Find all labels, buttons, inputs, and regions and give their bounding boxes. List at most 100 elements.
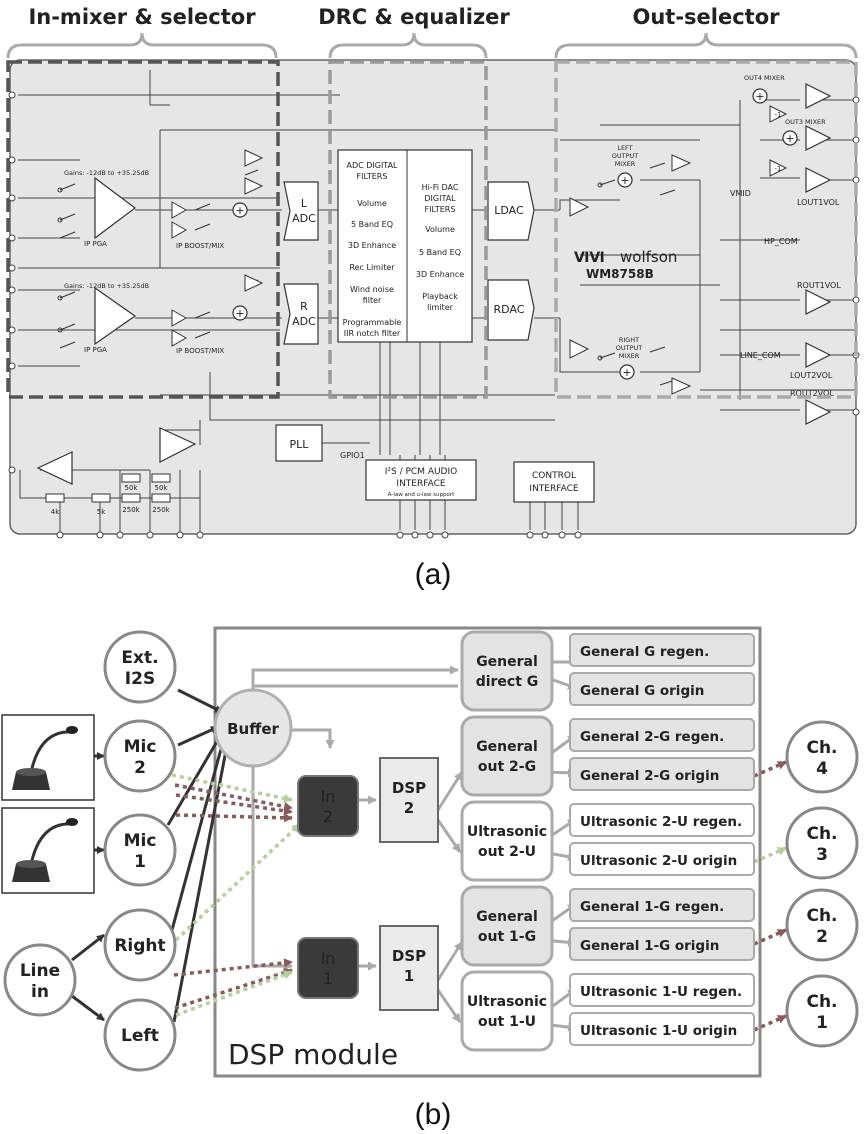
buffer-amplifier xyxy=(36,451,73,485)
rout2vol-label: ROUT2VOL xyxy=(790,389,834,398)
out4-mixer-label: OUT4 MIXER xyxy=(744,74,785,82)
plus-sign: + xyxy=(235,204,244,217)
in2-label-1: In xyxy=(321,787,336,806)
rout1vol-label: ROUT1VOL xyxy=(797,281,841,290)
brace-drc-eq xyxy=(328,32,488,59)
output-row: Ultrasonic 2-U origin xyxy=(569,842,755,876)
mic-1-label-1: Mic xyxy=(124,831,157,851)
output-row: General G regen. xyxy=(569,633,755,667)
dac-filters-list: Hi-Fi DAC DIGITAL FILTERS Volume 5 Band … xyxy=(416,183,464,312)
channel-1: Ch. 1 xyxy=(785,974,859,1048)
ch4-label-2: 4 xyxy=(816,759,828,779)
pga-top-boost-label: IP BOOST/MIX xyxy=(176,242,224,250)
mic-2-label-1: Mic xyxy=(124,737,157,757)
output-row: General 2-G origin xyxy=(569,757,755,791)
audio-interface-line2: INTERFACE xyxy=(396,479,445,489)
panel-a: In-mixer & selector DRC & equalizer Out-… xyxy=(6,5,860,591)
output-row: General 1-G origin xyxy=(569,927,755,961)
line-in-label-1: Line xyxy=(20,961,60,981)
right-mixer-label-2: OUTPUT xyxy=(616,344,643,352)
plus-sign: + xyxy=(785,132,794,145)
source-right: Right xyxy=(103,908,177,982)
resistor-label: 5k xyxy=(97,508,106,516)
in1-label-2: 1 xyxy=(323,969,333,988)
source-mic-2: Mic 2 xyxy=(103,719,177,793)
pga-bottom: Gains: -12dB to +35.25dB IP PGA IP BOOST… xyxy=(64,282,224,355)
chip-switches xyxy=(57,162,676,386)
caption-b: (b) xyxy=(415,1098,452,1131)
dsp2-label-1: DSP xyxy=(392,779,426,797)
output-label: General 1-G origin xyxy=(580,938,719,954)
buffer-node: Buffer xyxy=(213,688,293,768)
output-row: Ultrasonic 1-U origin xyxy=(569,1012,755,1046)
dsp-module-label: DSP module xyxy=(228,1038,398,1071)
output-row: Ultrasonic 1-U regen. xyxy=(569,973,755,1007)
chip-wiring xyxy=(18,70,855,535)
right-label: Right xyxy=(114,936,165,956)
left-mixer-label-1: LEFT xyxy=(617,144,632,152)
ext-i2s-label-2: I2S xyxy=(125,669,155,689)
mic-2-label-2: 2 xyxy=(134,758,146,778)
source-line-in: Line in xyxy=(3,943,77,1017)
channel-2: Ch. 2 xyxy=(785,888,859,962)
plus-sign: + xyxy=(622,366,631,379)
channel-4: Ch. 4 xyxy=(785,720,859,794)
inverter-2 xyxy=(769,159,788,177)
output-row: General G origin xyxy=(569,672,755,706)
left-mixer-label-3: MIXER xyxy=(615,160,636,168)
lout1vol-label: LOUT1VOL xyxy=(797,198,840,207)
router-label-1: Ultrasonic xyxy=(467,994,547,1010)
dac-filter-text: limiter xyxy=(427,303,454,312)
adc-filter-text: IIR notch filter xyxy=(344,329,401,338)
ch1-label-1: Ch. xyxy=(806,992,837,1012)
resistor-label: 50k xyxy=(155,484,169,492)
ch3-label-1: Ch. xyxy=(806,824,837,844)
adc-filter-text: FILTERS xyxy=(357,172,388,181)
buffer-label: Buffer xyxy=(227,720,279,738)
digital-filters-block xyxy=(337,149,473,343)
router-general-2g: General out 2-G xyxy=(460,715,554,797)
region-out-selector xyxy=(554,60,858,399)
l-adc-block xyxy=(283,181,319,241)
router-general-direct: General direct G xyxy=(460,630,554,712)
ch4-label-1: Ch. xyxy=(806,738,837,758)
dsp-1-block: DSP 1 xyxy=(379,925,439,1011)
plus-sign: + xyxy=(235,307,244,320)
pga-top: Gains: -12dB to +35.25dB IP PGA IP BOOST… xyxy=(64,169,224,250)
resistor-label: 250k xyxy=(122,506,140,514)
input-in1: In 1 xyxy=(297,937,359,999)
section-drc-eq-label: DRC & equalizer xyxy=(318,5,510,29)
adc-filter-text: Rec Limiter xyxy=(349,263,395,272)
pga-bottom-boost-label: IP BOOST/MIX xyxy=(176,347,224,355)
pga-bottom-gains: Gains: -12dB to +35.25dB xyxy=(64,282,149,290)
adc-filters-list: ADC DIGITAL FILTERS Volume 5 Band EQ 3D … xyxy=(343,161,402,338)
control-interface-block xyxy=(513,461,595,503)
router-label-1: General xyxy=(476,739,538,755)
router-label-1: General xyxy=(476,654,538,670)
output-row: General 1-G regen. xyxy=(569,888,755,922)
dsp1-label-2: 1 xyxy=(404,967,414,985)
l-adc-label-1: L xyxy=(301,197,308,210)
adc-filter-text: Wind noise xyxy=(350,285,394,294)
adc-filter-text: ADC DIGITAL xyxy=(346,161,398,170)
r-adc-block xyxy=(283,283,319,345)
output-labels: VMID LOUT1VOL HP_COM ROUT1VOL LINE_COM L… xyxy=(730,189,841,398)
output-label: General 2-G regen. xyxy=(580,729,724,745)
part-number: WM8758B xyxy=(586,267,654,281)
output-label: General G origin xyxy=(580,683,704,699)
pll-label: PLL xyxy=(290,438,310,451)
mic-1-image xyxy=(1,807,95,894)
router-label-2: direct G xyxy=(476,674,539,690)
resistor-label: 250k xyxy=(152,506,170,514)
output-label: General 2-G origin xyxy=(580,768,719,784)
router-ultrasonic-2u: Ultrasonic out 2-U xyxy=(460,800,554,882)
dac-filter-text: FILTERS xyxy=(425,205,456,214)
output-amplifiers xyxy=(805,83,832,425)
region-drc-eq xyxy=(328,60,488,399)
summing-nodes xyxy=(232,88,798,380)
wolfson-logo: wolfson xyxy=(620,248,677,266)
input-in2: In 2 xyxy=(297,775,359,837)
source-left: Left xyxy=(103,998,177,1072)
r-adc-label-1: R xyxy=(300,300,308,313)
